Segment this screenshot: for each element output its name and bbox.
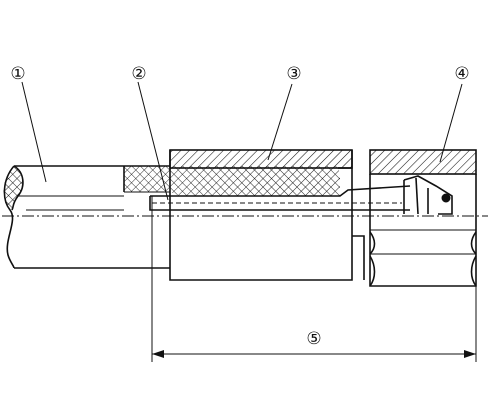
leader-lines	[21, 81, 463, 201]
callout-label-1: ①	[10, 64, 25, 84]
nipple-insert	[149, 185, 411, 211]
callout-label-5: ⑤	[306, 329, 321, 349]
callout-label-3: ③	[286, 64, 301, 84]
callout-5: ⑤	[306, 329, 321, 349]
callout-label-2: ②	[131, 64, 146, 84]
hose	[3, 165, 340, 269]
callout-label-4: ④	[454, 64, 469, 84]
callout-1: ①	[10, 64, 25, 84]
callout-2: ②	[131, 64, 146, 84]
dimension-length	[151, 196, 477, 362]
callout-4: ④	[454, 64, 469, 84]
callout-3: ③	[286, 64, 301, 84]
nut	[369, 149, 477, 287]
sleeve	[169, 149, 365, 281]
